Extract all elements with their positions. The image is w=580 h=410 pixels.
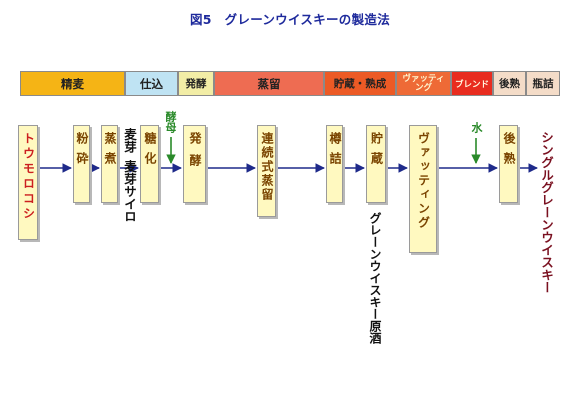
label-mizu: 水 [470, 122, 483, 133]
stage-kojuku-label: 後熟 [499, 78, 520, 90]
label-bakuga: 麦芽 [122, 128, 137, 153]
process-box-touka: 糖化 [140, 125, 159, 203]
process-label-chozo: 貯蔵 [369, 132, 384, 172]
process-label-toumorokoshi: トウモロコシ [21, 132, 36, 222]
label-genshu: グレーンウイスキー原酒 [368, 212, 382, 344]
stage-blend-label: ブレンド [454, 79, 489, 90]
stage-vatting-label: ヴァッティング [402, 73, 445, 93]
label-bakuga-silo: 麦芽サイロ [122, 160, 137, 223]
process-label-renzoku: 連続式蒸留 [260, 132, 274, 202]
process-label-hakko: 発酵 [188, 132, 202, 176]
stage-vatting: ヴァッティング [396, 71, 451, 96]
stage-chozo-label: 貯蔵・熟成 [333, 78, 387, 90]
stage-binzume-label: 瓶詰 [532, 78, 554, 90]
figure-title: 図5 グレーンウイスキーの製造法 [190, 12, 390, 27]
input-arrows [166, 137, 481, 164]
process-box-toumorokoshi: トウモロコシ [18, 125, 38, 240]
process-label-touka: 糖化 [143, 132, 157, 172]
stage-chozo: 貯蔵・熟成 [324, 71, 396, 96]
process-label-taruzume: 樽詰 [328, 132, 342, 172]
process-box-renzoku: 連続式蒸留 [257, 125, 276, 217]
stage-kojuku: 後熟 [493, 71, 526, 96]
stage-seibaku: 精麦 [20, 71, 125, 96]
stage-shikomi: 仕込 [125, 71, 178, 96]
process-label-funsai: 粉砕 [75, 132, 89, 172]
process-box-kojuku: 後熟 [499, 125, 518, 203]
process-box-vatting: ヴァッティング [409, 125, 437, 253]
process-label-vatting: ヴァッティング [416, 132, 431, 230]
process-box-hakko: 発酵 [183, 125, 206, 203]
process-label-kojuku: 後熟 [502, 132, 516, 172]
stage-seibaku-label: 精麦 [61, 76, 84, 91]
process-box-chozo: 貯蔵 [366, 125, 386, 203]
stage-binzume: 瓶詰 [526, 71, 560, 96]
stage-hakko: 発酵 [178, 71, 214, 96]
stage-joryu-label: 蒸留 [257, 76, 281, 91]
stage-hakko-label: 発酵 [185, 78, 207, 90]
process-label-joshu: 蒸煮 [103, 132, 117, 172]
process-box-taruzume: 樽詰 [326, 125, 343, 203]
stage-joryu: 蒸留 [214, 71, 324, 96]
process-box-funsai: 粉砕 [73, 125, 90, 203]
stage-blend: ブレンド [451, 71, 493, 96]
label-kobo: 酵母 [164, 111, 177, 133]
stage-shikomi-label: 仕込 [140, 76, 163, 91]
label-product: シングルグレーンウイスキー [539, 131, 554, 294]
process-box-joshu: 蒸煮 [101, 125, 118, 203]
